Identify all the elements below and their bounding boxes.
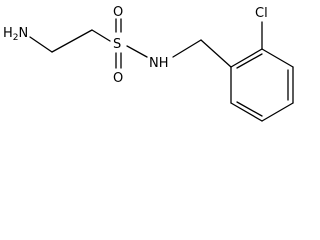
bond-n-c1 xyxy=(29,36,53,53)
structure-svg: H2N S O O NH Cl xyxy=(3,5,294,122)
ring-inner-bond-1 xyxy=(236,53,263,69)
sulfonamide-nh-label: NH xyxy=(149,56,169,71)
amine-subscript: 2 xyxy=(13,33,19,43)
ring-bond-4 xyxy=(261,102,294,122)
ring-bond-2 xyxy=(261,48,294,68)
bond-c2-s xyxy=(91,29,111,42)
bond-ch2-ring xyxy=(200,39,232,68)
oxygen-top-label: O xyxy=(113,5,123,20)
chlorine-label: Cl xyxy=(255,6,268,21)
ring-inner-bond-3 xyxy=(236,101,263,117)
bond-n-ch2 xyxy=(172,39,202,58)
ring-bond-5 xyxy=(230,102,263,122)
bond-s-n xyxy=(126,45,148,58)
amine-h: H xyxy=(3,26,13,41)
molecule-diagram: H2N S O O NH Cl xyxy=(3,5,294,122)
bond-c1-c2 xyxy=(51,29,93,53)
amine-label: H2N xyxy=(3,26,28,43)
ring-bond-1 xyxy=(230,48,263,68)
sulfur-label: S xyxy=(113,37,121,52)
oxygen-bottom-label: O xyxy=(113,71,123,86)
amine-n: N xyxy=(19,26,29,41)
